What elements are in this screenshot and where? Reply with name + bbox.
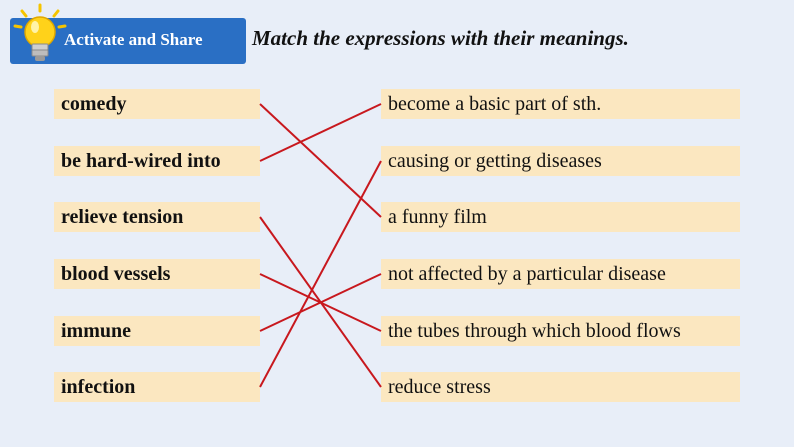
term-hard-wired[interactable]: be hard-wired into xyxy=(54,146,260,176)
match-line-blood-vessels xyxy=(259,273,382,332)
term-relieve-tension[interactable]: relieve tension xyxy=(54,202,260,232)
meaning-not-affected[interactable]: not affected by a particular disease xyxy=(381,259,740,289)
match-line-comedy xyxy=(259,103,382,218)
meaning-basic-part[interactable]: become a basic part of sth. xyxy=(381,89,740,119)
match-line-relieve-tension xyxy=(259,216,382,388)
term-blood-vessels[interactable]: blood vessels xyxy=(54,259,260,289)
lightbulb-icon xyxy=(13,3,67,61)
banner-label: Activate and Share xyxy=(64,30,203,49)
meaning-blood-tubes[interactable]: the tubes through which blood flows xyxy=(381,316,740,346)
meaning-reduce-stress[interactable]: reduce stress xyxy=(381,372,740,402)
meaning-diseases[interactable]: causing or getting diseases xyxy=(381,146,740,176)
match-line-infection xyxy=(259,160,382,388)
instruction-text: Match the expressions with their meaning… xyxy=(252,26,629,50)
term-infection[interactable]: infection xyxy=(54,372,260,402)
term-comedy[interactable]: comedy xyxy=(54,89,260,119)
meaning-funny-film[interactable]: a funny film xyxy=(381,202,740,232)
term-immune[interactable]: immune xyxy=(54,316,260,346)
match-line-immune xyxy=(259,273,382,332)
match-line-hard-wired xyxy=(259,103,382,162)
